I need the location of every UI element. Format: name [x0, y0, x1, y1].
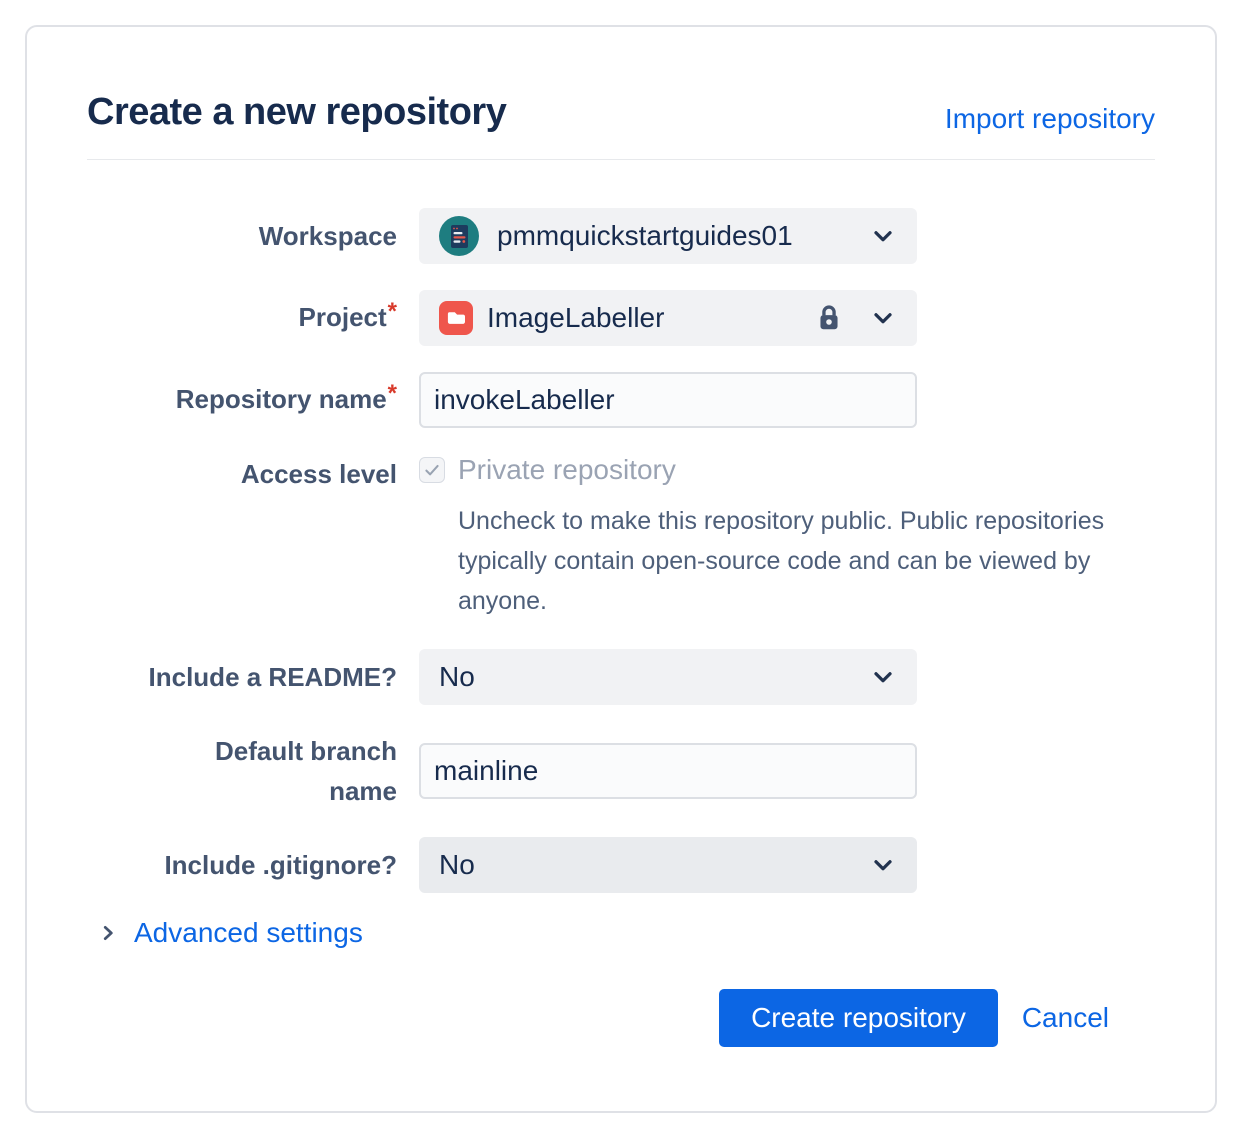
chevron-down-icon	[869, 222, 897, 250]
include-readme-select[interactable]: No	[419, 649, 917, 705]
chevron-down-icon	[869, 851, 897, 879]
default-branch-row: Default branch name	[87, 731, 1155, 811]
access-level-label: Access level	[240, 459, 397, 489]
project-folder-icon	[439, 301, 473, 335]
project-row: Project* ImageLabeller	[87, 290, 1155, 346]
project-value: ImageLabeller	[487, 302, 665, 333]
chevron-right-icon	[97, 922, 119, 944]
lock-icon	[813, 302, 845, 334]
advanced-settings-label: Advanced settings	[134, 917, 363, 948]
chevron-down-icon	[869, 304, 897, 332]
default-branch-label: Default branch name	[214, 736, 397, 806]
create-repository-form: Workspace	[87, 208, 1155, 1047]
default-branch-input[interactable]	[419, 743, 917, 799]
repository-name-row: Repository name*	[87, 372, 1155, 428]
project-select[interactable]: ImageLabeller	[419, 290, 917, 346]
advanced-settings-toggle[interactable]: Advanced settings	[97, 917, 1155, 949]
include-gitignore-select[interactable]: No	[419, 837, 917, 893]
access-level-help-text: Uncheck to make this repository public. …	[458, 507, 1105, 615]
access-level-row: Access level Private repository Uncheck …	[87, 454, 1155, 621]
repository-name-label: Repository name	[175, 384, 387, 414]
workspace-value: pmmquickstartguides01	[497, 220, 793, 251]
cancel-button[interactable]: Cancel	[1021, 1002, 1109, 1033]
check-icon	[425, 464, 439, 476]
include-readme-value: No	[439, 661, 475, 692]
import-repository-link[interactable]: Import repository	[944, 103, 1155, 134]
private-repository-checkbox[interactable]	[419, 457, 445, 483]
project-label: Project	[298, 302, 387, 332]
include-readme-row: Include a README? No	[87, 649, 1155, 705]
page-title: Create a new repository	[87, 91, 507, 133]
required-asterisk: *	[387, 298, 397, 325]
include-gitignore-value: No	[439, 849, 475, 880]
required-asterisk: *	[387, 380, 397, 407]
include-readme-label: Include a README?	[148, 662, 397, 692]
workspace-row: Workspace	[87, 208, 1155, 264]
private-repository-label: Private repository	[458, 454, 676, 485]
include-gitignore-row: Include .gitignore? No	[87, 837, 1155, 893]
workspace-select[interactable]: pmmquickstartguides01	[419, 208, 917, 264]
include-gitignore-label: Include .gitignore?	[164, 850, 397, 880]
chevron-down-icon	[869, 663, 897, 691]
repository-name-input[interactable]	[419, 372, 917, 428]
dialog-header: Create a new repository Import repositor…	[87, 87, 1155, 160]
dialog-footer: Create repository Cancel	[87, 989, 1155, 1047]
workspace-avatar-icon	[439, 216, 479, 256]
create-repository-button[interactable]: Create repository	[719, 989, 998, 1047]
workspace-label: Workspace	[258, 221, 397, 251]
create-repository-dialog: Create a new repository Import repositor…	[25, 25, 1217, 1113]
